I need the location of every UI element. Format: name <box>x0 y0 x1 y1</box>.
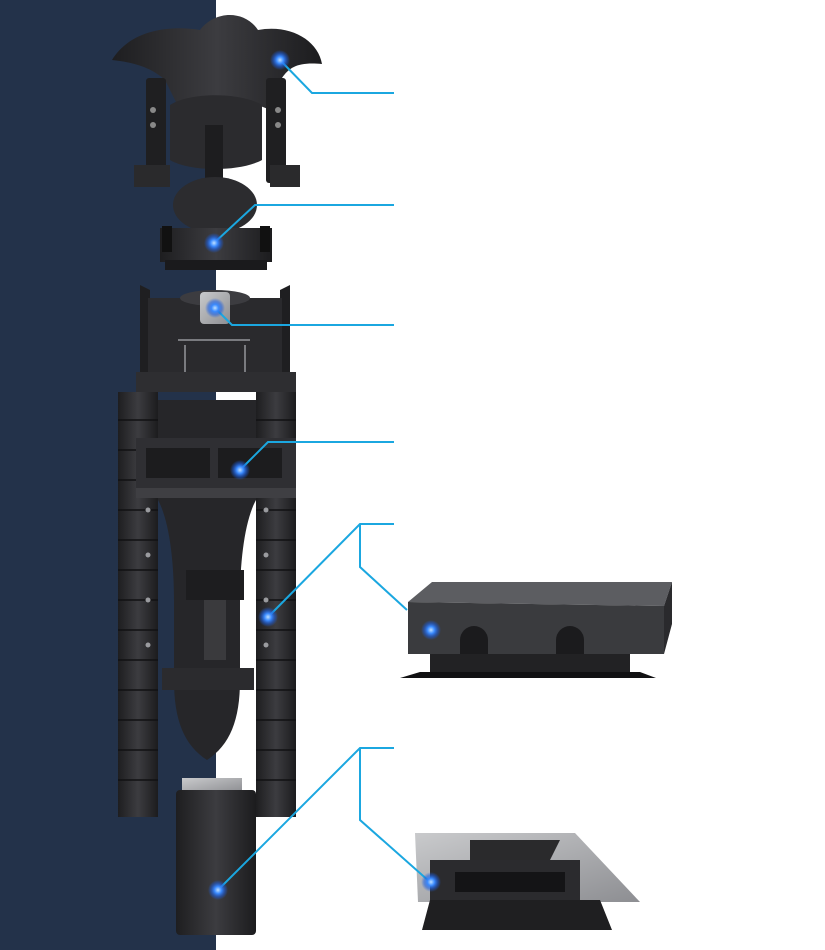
upper-chassis-part <box>136 285 296 392</box>
dot-upper-chassis <box>205 298 225 318</box>
dot-base-column <box>208 880 228 900</box>
callout-line-mid-clamp <box>239 441 394 471</box>
base-column-part <box>176 778 256 935</box>
callout-line-side-rail-detail <box>359 524 408 611</box>
dot-mid-clamp <box>230 460 250 480</box>
dot-clamp-block <box>421 620 441 640</box>
dot-base-plate <box>421 872 441 892</box>
detail-base-plate <box>415 833 640 930</box>
callout-dots <box>204 50 441 900</box>
main-body-part <box>118 392 296 817</box>
callout-line-neck-joint <box>213 204 394 244</box>
dot-neck-joint <box>204 233 224 253</box>
dot-headrest <box>270 50 290 70</box>
dot-side-rail <box>258 607 278 627</box>
detail-clamp-block <box>400 582 672 678</box>
callout-line-headrest <box>279 59 394 94</box>
callout-line-base-column-detail <box>359 748 431 883</box>
neck-joint-part <box>160 177 272 270</box>
